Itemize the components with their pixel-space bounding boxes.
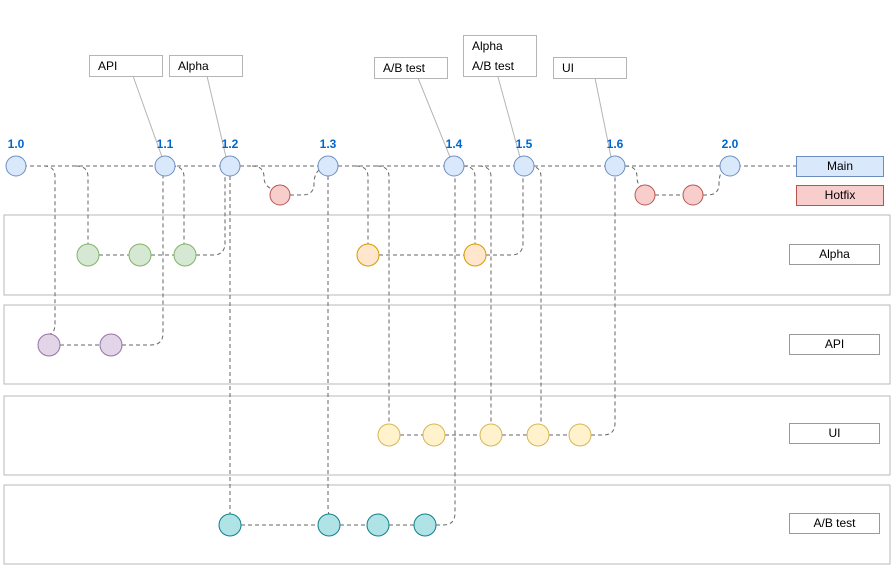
alpha-commit-green xyxy=(173,243,197,267)
main-release-nodes xyxy=(5,155,741,177)
ab-test-commit xyxy=(366,513,390,537)
ui-commit xyxy=(479,423,503,447)
callout-alpha-ab-test: Alpha A/B test xyxy=(463,35,537,77)
callout-api: API xyxy=(89,55,163,77)
ab-test-commits xyxy=(218,513,437,537)
version-tag: 1.4 xyxy=(445,137,463,151)
hotfix-commit xyxy=(269,184,291,206)
alpha-commit-green xyxy=(76,243,100,267)
alpha-commit-orange xyxy=(463,243,487,267)
lane-label-alpha: Alpha xyxy=(789,244,880,265)
lane-label-ab-test: A/B test xyxy=(789,513,880,534)
release-node-1.0 xyxy=(5,155,27,177)
alpha-commits xyxy=(76,243,487,267)
version-tag: 1.5 xyxy=(515,137,533,151)
version-tag: 1.2 xyxy=(221,137,239,151)
hotfix-commit xyxy=(682,184,704,206)
merge-connectors xyxy=(122,165,616,526)
callout-label: UI xyxy=(562,61,574,75)
version-tag: 1.3 xyxy=(319,137,337,151)
callout-label: A/B test xyxy=(472,59,515,73)
alpha-commit-green xyxy=(128,243,152,267)
legend-hotfix-branch: Hotfix xyxy=(796,185,884,206)
legend-main-branch: Main xyxy=(796,156,884,177)
version-tag: 1.1 xyxy=(156,137,174,151)
ui-commit xyxy=(377,423,401,447)
ui-commit xyxy=(568,423,592,447)
ab-test-commit xyxy=(317,513,341,537)
ui-commits xyxy=(377,423,592,447)
release-node-2.0 xyxy=(719,155,741,177)
ab-test-commit xyxy=(413,513,437,537)
version-tag: 2.0 xyxy=(721,137,739,151)
ab-test-commit xyxy=(218,513,242,537)
callout-ui: UI xyxy=(553,57,627,79)
callout-label: A/B test xyxy=(383,61,426,75)
hotfix-connectors xyxy=(251,165,731,196)
release-node-1.3 xyxy=(317,155,339,177)
callout-ab-test: A/B test xyxy=(374,57,448,79)
lane-label-ui: UI xyxy=(789,423,880,444)
version-tag: 1.0 xyxy=(7,137,25,151)
callout-label: API xyxy=(98,59,118,73)
hotfix-commit xyxy=(634,184,656,206)
lane-ui xyxy=(3,395,891,476)
release-node-1.4 xyxy=(443,155,465,177)
lane-commit-links xyxy=(60,254,569,526)
callout-label: Alpha xyxy=(472,39,503,53)
api-commits xyxy=(37,333,123,357)
alpha-commit-orange xyxy=(356,243,380,267)
ui-commit xyxy=(526,423,550,447)
api-commit xyxy=(37,333,61,357)
lane-label-api: API xyxy=(789,334,880,355)
version-tag: 1.6 xyxy=(606,137,624,151)
release-node-1.2 xyxy=(219,155,241,177)
swimlanes xyxy=(3,214,891,565)
hotfix-commits xyxy=(269,184,704,206)
ui-commit xyxy=(422,423,446,447)
release-node-1.5 xyxy=(513,155,535,177)
callout-leader-lines xyxy=(132,75,612,158)
api-commit xyxy=(99,333,123,357)
release-node-1.1 xyxy=(154,155,176,177)
release-node-1.6 xyxy=(604,155,626,177)
lane-ab-test xyxy=(3,484,891,565)
lane-api xyxy=(3,304,891,385)
lane-alpha xyxy=(3,214,891,296)
callout-alpha: Alpha xyxy=(169,55,243,77)
callout-label: Alpha xyxy=(178,59,209,73)
